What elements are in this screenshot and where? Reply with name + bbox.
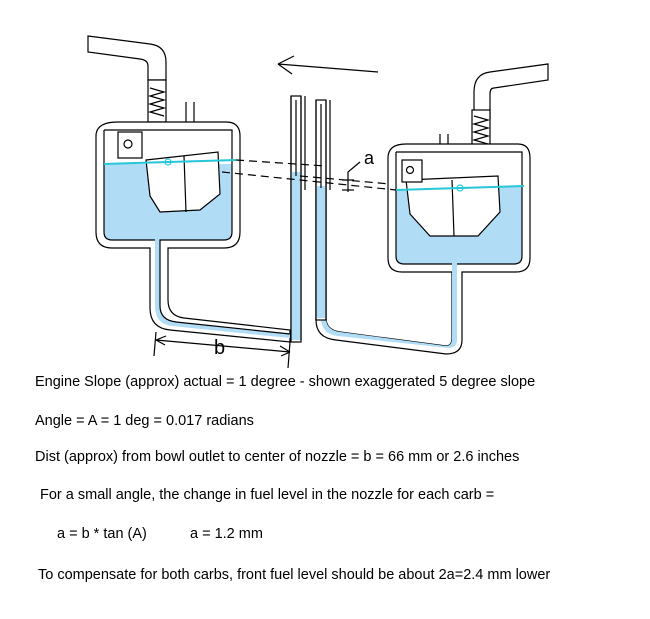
note-angle: Angle = A = 1 deg = 0.017 radians — [35, 413, 254, 429]
note-compensate: To compensate for both carbs, front fuel… — [38, 567, 551, 583]
right-fuel-level — [395, 185, 525, 191]
left-float — [145, 151, 221, 213]
label-b: b — [214, 337, 225, 359]
left-fuel — [104, 164, 290, 338]
dimension-b-line — [155, 339, 291, 353]
note-distance: Dist (approx) from bowl outlet to center… — [35, 449, 520, 465]
right-spring — [471, 115, 491, 145]
level-projection-upper — [235, 159, 327, 167]
left-inlet-pipe — [87, 35, 167, 81]
label-a: a — [364, 148, 375, 168]
carburetor-diagram: a b — [87, 35, 549, 369]
left-fuel-level — [103, 159, 237, 165]
right-inlet-pipe — [473, 63, 549, 119]
dimension-a-leader — [347, 161, 361, 192]
note-formula: a = b * tan (A) — [57, 526, 147, 542]
level-projection-lower — [221, 171, 397, 191]
flow-arrow — [277, 55, 379, 75]
note-engine-slope: Engine Slope (approx) actual = 1 degree … — [35, 374, 536, 390]
note-result: a = 1.2 mm — [190, 526, 263, 542]
note-small-angle: For a small angle, the change in fuel le… — [40, 487, 495, 503]
left-spring — [147, 87, 167, 117]
